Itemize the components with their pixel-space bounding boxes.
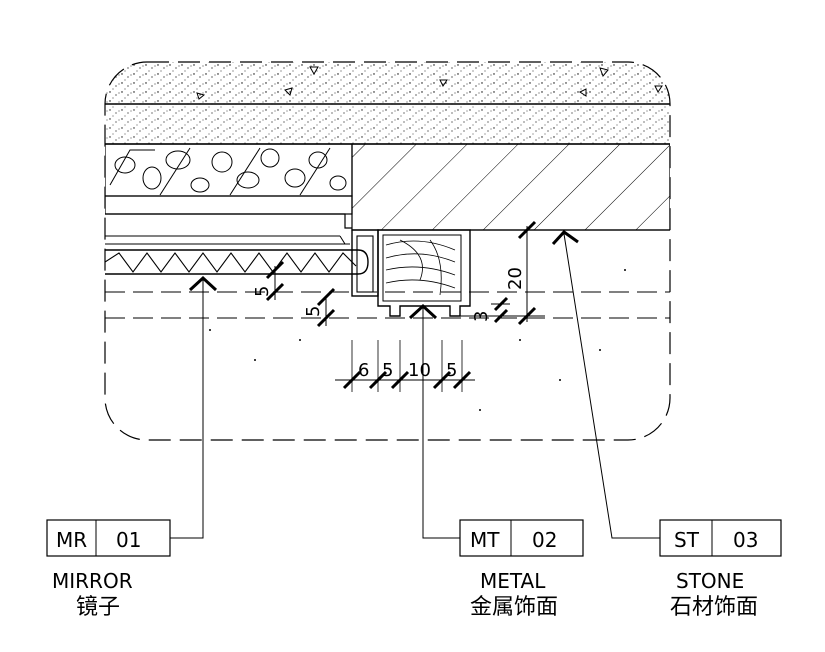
tag-stone: ST 03 STONE 石材饰面 xyxy=(659,519,782,620)
tag-name-cn: 金属饰面 xyxy=(470,595,558,620)
tag-name-cn: 石材饰面 xyxy=(670,595,758,620)
dim-20: 20 xyxy=(505,267,526,290)
tag-number: 03 xyxy=(733,528,758,552)
tag-number: 01 xyxy=(116,528,141,552)
screed-layer xyxy=(105,104,670,144)
dim-5-b: 5 xyxy=(446,360,457,381)
dim-3: 3 xyxy=(471,311,492,322)
stone-block xyxy=(352,144,670,230)
dimension-lines xyxy=(265,220,545,392)
tag-name-en: STONE xyxy=(676,569,744,593)
tag-metal: MT 02 METAL 金属饰面 xyxy=(459,519,584,620)
aggregate-triangles xyxy=(196,66,663,100)
dim-6: 6 xyxy=(358,360,369,381)
concrete-slab xyxy=(105,62,670,104)
tag-number: 02 xyxy=(532,528,557,552)
leader-lines xyxy=(170,230,660,539)
dim-10: 10 xyxy=(408,360,431,381)
tag-code: MT xyxy=(470,528,500,552)
tag-name-cn: 镜子 xyxy=(76,595,120,620)
tag-name-en: METAL xyxy=(480,569,546,593)
tag-name-en: MIRROR xyxy=(52,569,133,593)
detail-outline xyxy=(104,61,671,441)
mirror-zigzag xyxy=(105,252,357,273)
dim-5-a: 5 xyxy=(382,360,393,381)
tag-code: MR xyxy=(56,528,87,552)
dim-5-gap: 5 xyxy=(303,306,324,317)
dim-5-mirror: 5 xyxy=(252,286,273,297)
tag-code: ST xyxy=(674,528,700,552)
metal-channel xyxy=(351,229,471,317)
gravel-stones xyxy=(109,147,347,196)
tag-mirror: MR 01 MIRROR 镜子 xyxy=(46,519,171,620)
mirror-panel xyxy=(105,249,369,275)
